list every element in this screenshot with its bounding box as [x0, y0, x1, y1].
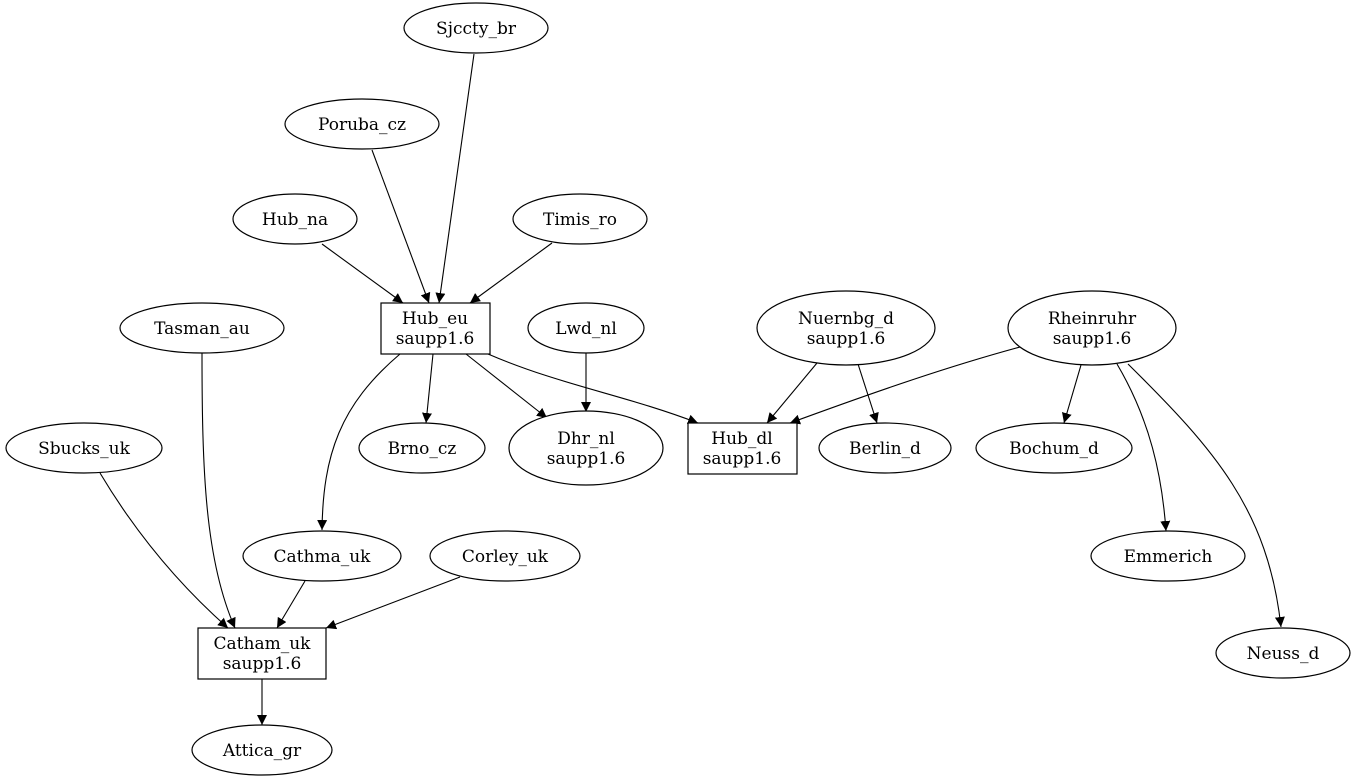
- node-label: Nuernbg_d: [798, 309, 894, 329]
- edges: [99, 53, 1285, 725]
- edge-hubna-hubeu: [321, 243, 404, 304]
- edge-timis-hubeu: [469, 242, 553, 304]
- edge-nuernbg-berlin: [857, 363, 879, 424]
- node-label: Brno_cz: [388, 439, 457, 459]
- edge-hubeu-brno: [422, 353, 434, 424]
- node-berlin: Berlin_d: [818, 422, 952, 474]
- node-label: Poruba_cz: [318, 115, 406, 135]
- node-label: Lwd_nl: [555, 319, 617, 339]
- node-label: Neuss_d: [1247, 644, 1320, 664]
- node-label: Catham_uk: [214, 634, 312, 654]
- node-sublabel: saupp1.6: [1053, 329, 1132, 349]
- node-hubeu: Hub_eu saupp1.6: [380, 302, 491, 355]
- node-label: Emmerich: [1124, 547, 1213, 567]
- node-sjccty: Sjccty_br: [403, 2, 549, 54]
- edge-sbucks-catham: [99, 472, 229, 629]
- node-neuss: Neuss_d: [1215, 627, 1351, 679]
- edge-rheinruhr-hubdl: [789, 346, 1021, 425]
- node-hubna: Hub_na: [232, 193, 358, 245]
- node-cathma: Cathma_uk: [242, 530, 402, 582]
- edge-corley-catham: [325, 576, 461, 630]
- node-label: Hub_eu: [402, 309, 468, 329]
- node-label: Bochum_d: [1009, 439, 1099, 459]
- node-label: Hub_dl: [711, 429, 772, 449]
- edge-cathma-catham: [276, 580, 306, 629]
- node-corley: Corley_uk: [429, 530, 581, 582]
- edge-sjccty-hubeu: [435, 53, 475, 304]
- edge-rheinruhr-neuss: [1127, 363, 1285, 628]
- node-timis: Timis_ro: [512, 193, 648, 245]
- node-nuernbg: Nuernbg_d saupp1.6: [756, 290, 936, 366]
- node-label: Hub_na: [262, 210, 328, 230]
- node-label: Sjccty_br: [436, 19, 517, 39]
- node-sublabel: saupp1.6: [396, 329, 475, 349]
- node-label: Timis_ro: [543, 210, 617, 230]
- node-tasman: Tasman_au: [119, 302, 285, 354]
- node-label: Rheinruhr: [1048, 309, 1137, 329]
- edge-poruba-hubeu: [371, 149, 431, 304]
- node-bochum: Bochum_d: [975, 422, 1133, 474]
- node-hubdl: Hub_dl saupp1.6: [687, 422, 798, 475]
- node-label: Tasman_au: [154, 319, 250, 339]
- node-label: Cathma_uk: [274, 547, 372, 567]
- node-label: Attica_gr: [222, 741, 302, 761]
- node-label: Sbucks_uk: [38, 439, 130, 459]
- node-label: Berlin_d: [849, 439, 921, 459]
- edge-tasman-catham: [201, 351, 236, 629]
- node-sublabel: saupp1.6: [223, 654, 302, 674]
- node-lwd: Lwd_nl: [527, 302, 645, 354]
- node-brno: Brno_cz: [358, 422, 486, 474]
- edge-rheinruhr-bochum: [1062, 364, 1082, 424]
- node-emmerich: Emmerich: [1090, 530, 1246, 582]
- node-sublabel: saupp1.6: [547, 449, 626, 469]
- node-label: Dhr_nl: [557, 429, 615, 449]
- node-attica: Attica_gr: [191, 724, 333, 776]
- node-sublabel: saupp1.6: [807, 329, 886, 349]
- edge-nuernbg-hubdl: [766, 362, 818, 424]
- node-poruba: Poruba_cz: [284, 98, 440, 150]
- node-dhr: Dhr_nl saupp1.6: [508, 410, 664, 486]
- edge-hubeu-cathma: [317, 353, 401, 531]
- edge-rheinruhr-emmerich: [1116, 363, 1171, 532]
- node-catham: Catham_uk saupp1.6: [197, 627, 327, 680]
- node-sublabel: saupp1.6: [703, 449, 782, 469]
- node-sbucks: Sbucks_uk: [5, 422, 163, 474]
- node-label: Corley_uk: [462, 547, 549, 567]
- nodes: Sjccty_br Poruba_cz Hub_na Timis_ro Hub_…: [5, 2, 1351, 776]
- edge-hubeu-hubdl: [487, 353, 699, 425]
- node-rheinruhr: Rheinruhr saupp1.6: [1007, 290, 1177, 366]
- edge-hubeu-dhr: [465, 353, 548, 419]
